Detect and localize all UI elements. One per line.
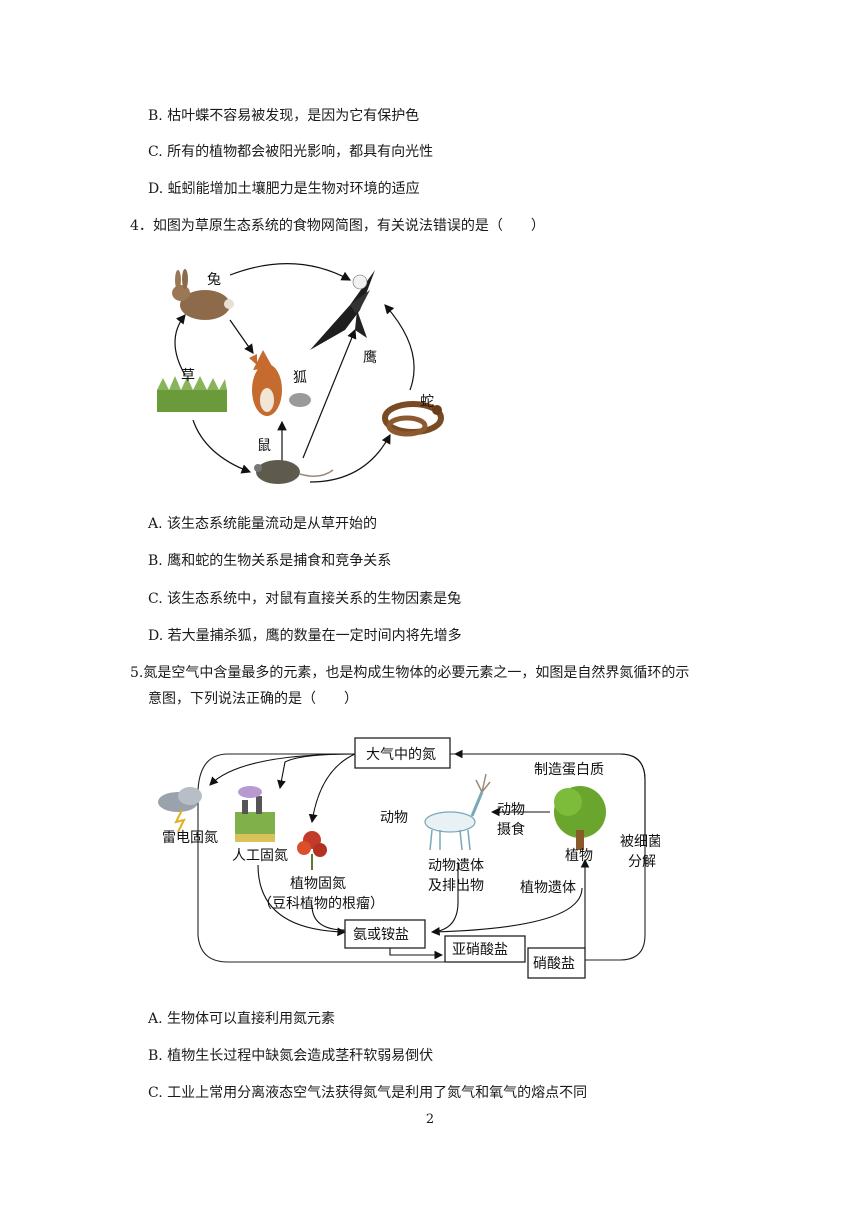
q3-option-b: B. 枯叶蝶不容易被发现，是因为它有保护色 xyxy=(148,108,420,124)
label-nitrate: 硝酸盐 xyxy=(533,956,575,972)
q4-stem: 4．如图为草原生态系统的食物网简图，有关说法错误的是（ ） xyxy=(130,218,545,234)
grass-image xyxy=(157,376,227,412)
nitrogen-cycle-figure: 大气中的氮 制造蛋白质 动物 动物 摄食 雷电固氮 人工固氮 植物固氮 （豆科植… xyxy=(158,737,660,979)
label-animal-remains-1: 动物遗体 xyxy=(428,858,484,874)
q4-option-c: C. 该生态系统中，对鼠有直接关系的生物因素是兔 xyxy=(148,591,462,607)
label-make-protein: 制造蛋白质 xyxy=(534,762,604,778)
label-rabbit: 兔 xyxy=(207,272,221,288)
tree-icon xyxy=(554,786,606,850)
label-animal: 动物 xyxy=(380,810,408,826)
q3-option-c: C. 所有的植物都会被阳光影响，都具有向光性 xyxy=(148,144,434,160)
q4-option-b: B. 鹰和蛇的生物关系是捕食和竞争关系 xyxy=(148,553,392,569)
q4-option-a: A. 该生态系统能量流动是从草开始的 xyxy=(148,516,378,532)
fox-image xyxy=(249,350,311,416)
page-number: 2 xyxy=(425,1112,435,1127)
label-bacteria-2: 分解 xyxy=(628,854,656,870)
q5-option-b: B. 植物生长过程中缺氮会造成茎秆软弱易倒伏 xyxy=(148,1048,434,1064)
eagle-image xyxy=(310,270,375,350)
factory-icon xyxy=(235,786,275,842)
food-web-figure: 兔 鹰 草 狐 蛇 鼠 xyxy=(157,263,444,484)
label-industrial: 人工固氮 xyxy=(232,848,288,864)
box-nitrate xyxy=(527,947,586,979)
label-bacteria-1: 被细菌 xyxy=(620,834,660,850)
label-plant-fix-1: 植物固氮 xyxy=(290,876,346,892)
label-animal-remains-2: 及排出物 xyxy=(428,878,484,894)
q5-option-c: C. 工业上常用分离液态空气法获得氮气是利用了氮气和氧气的熔点不同 xyxy=(148,1085,588,1101)
box-atmo-nitrogen xyxy=(354,737,451,769)
label-animal-eat-1: 动物 xyxy=(497,802,525,818)
box-ammonia xyxy=(344,919,426,949)
storm-cloud-icon xyxy=(158,787,202,833)
q4-option-d: D. 若大量捕杀狐，鹰的数量在一定时间内将先增多 xyxy=(148,628,462,644)
q5-stem-line2: 意图，下列说法正确的是（ ） xyxy=(148,691,358,707)
legume-flower-icon xyxy=(297,831,327,870)
label-lightning: 雷电固氮 xyxy=(162,830,218,846)
deer-icon xyxy=(424,773,491,851)
label-fox: 狐 xyxy=(293,370,307,386)
mouse-image xyxy=(254,460,334,484)
label-eagle: 鹰 xyxy=(363,350,377,366)
label-plant-fix-2: （豆科植物的根瘤） xyxy=(258,895,384,912)
label-plant-remains: 植物遗体 xyxy=(520,880,576,896)
label-grass: 草 xyxy=(181,368,195,384)
q5-stem-line1: 5.氮是空气中含量最多的元素，也是构成生物体的必要元素之一，如图是自然界氮循环的… xyxy=(130,665,690,681)
label-nitrite: 亚硝酸盐 xyxy=(452,942,508,958)
label-mouse: 鼠 xyxy=(257,438,271,454)
rabbit-image xyxy=(172,269,234,320)
q3-option-d: D. 蚯蚓能增加土壤肥力是生物对环境的适应 xyxy=(148,181,420,197)
label-animal-eat-2: 摄食 xyxy=(497,821,525,838)
label-atmo-nitrogen: 大气中的氮 xyxy=(366,747,436,763)
box-nitrite xyxy=(444,935,526,963)
label-plant: 植物 xyxy=(565,848,593,864)
q5-option-a: A. 生物体可以直接利用氮元素 xyxy=(148,1011,336,1027)
snake-image xyxy=(382,401,444,437)
label-ammonia: 氨或铵盐 xyxy=(353,927,409,943)
label-snake: 蛇 xyxy=(420,394,434,410)
